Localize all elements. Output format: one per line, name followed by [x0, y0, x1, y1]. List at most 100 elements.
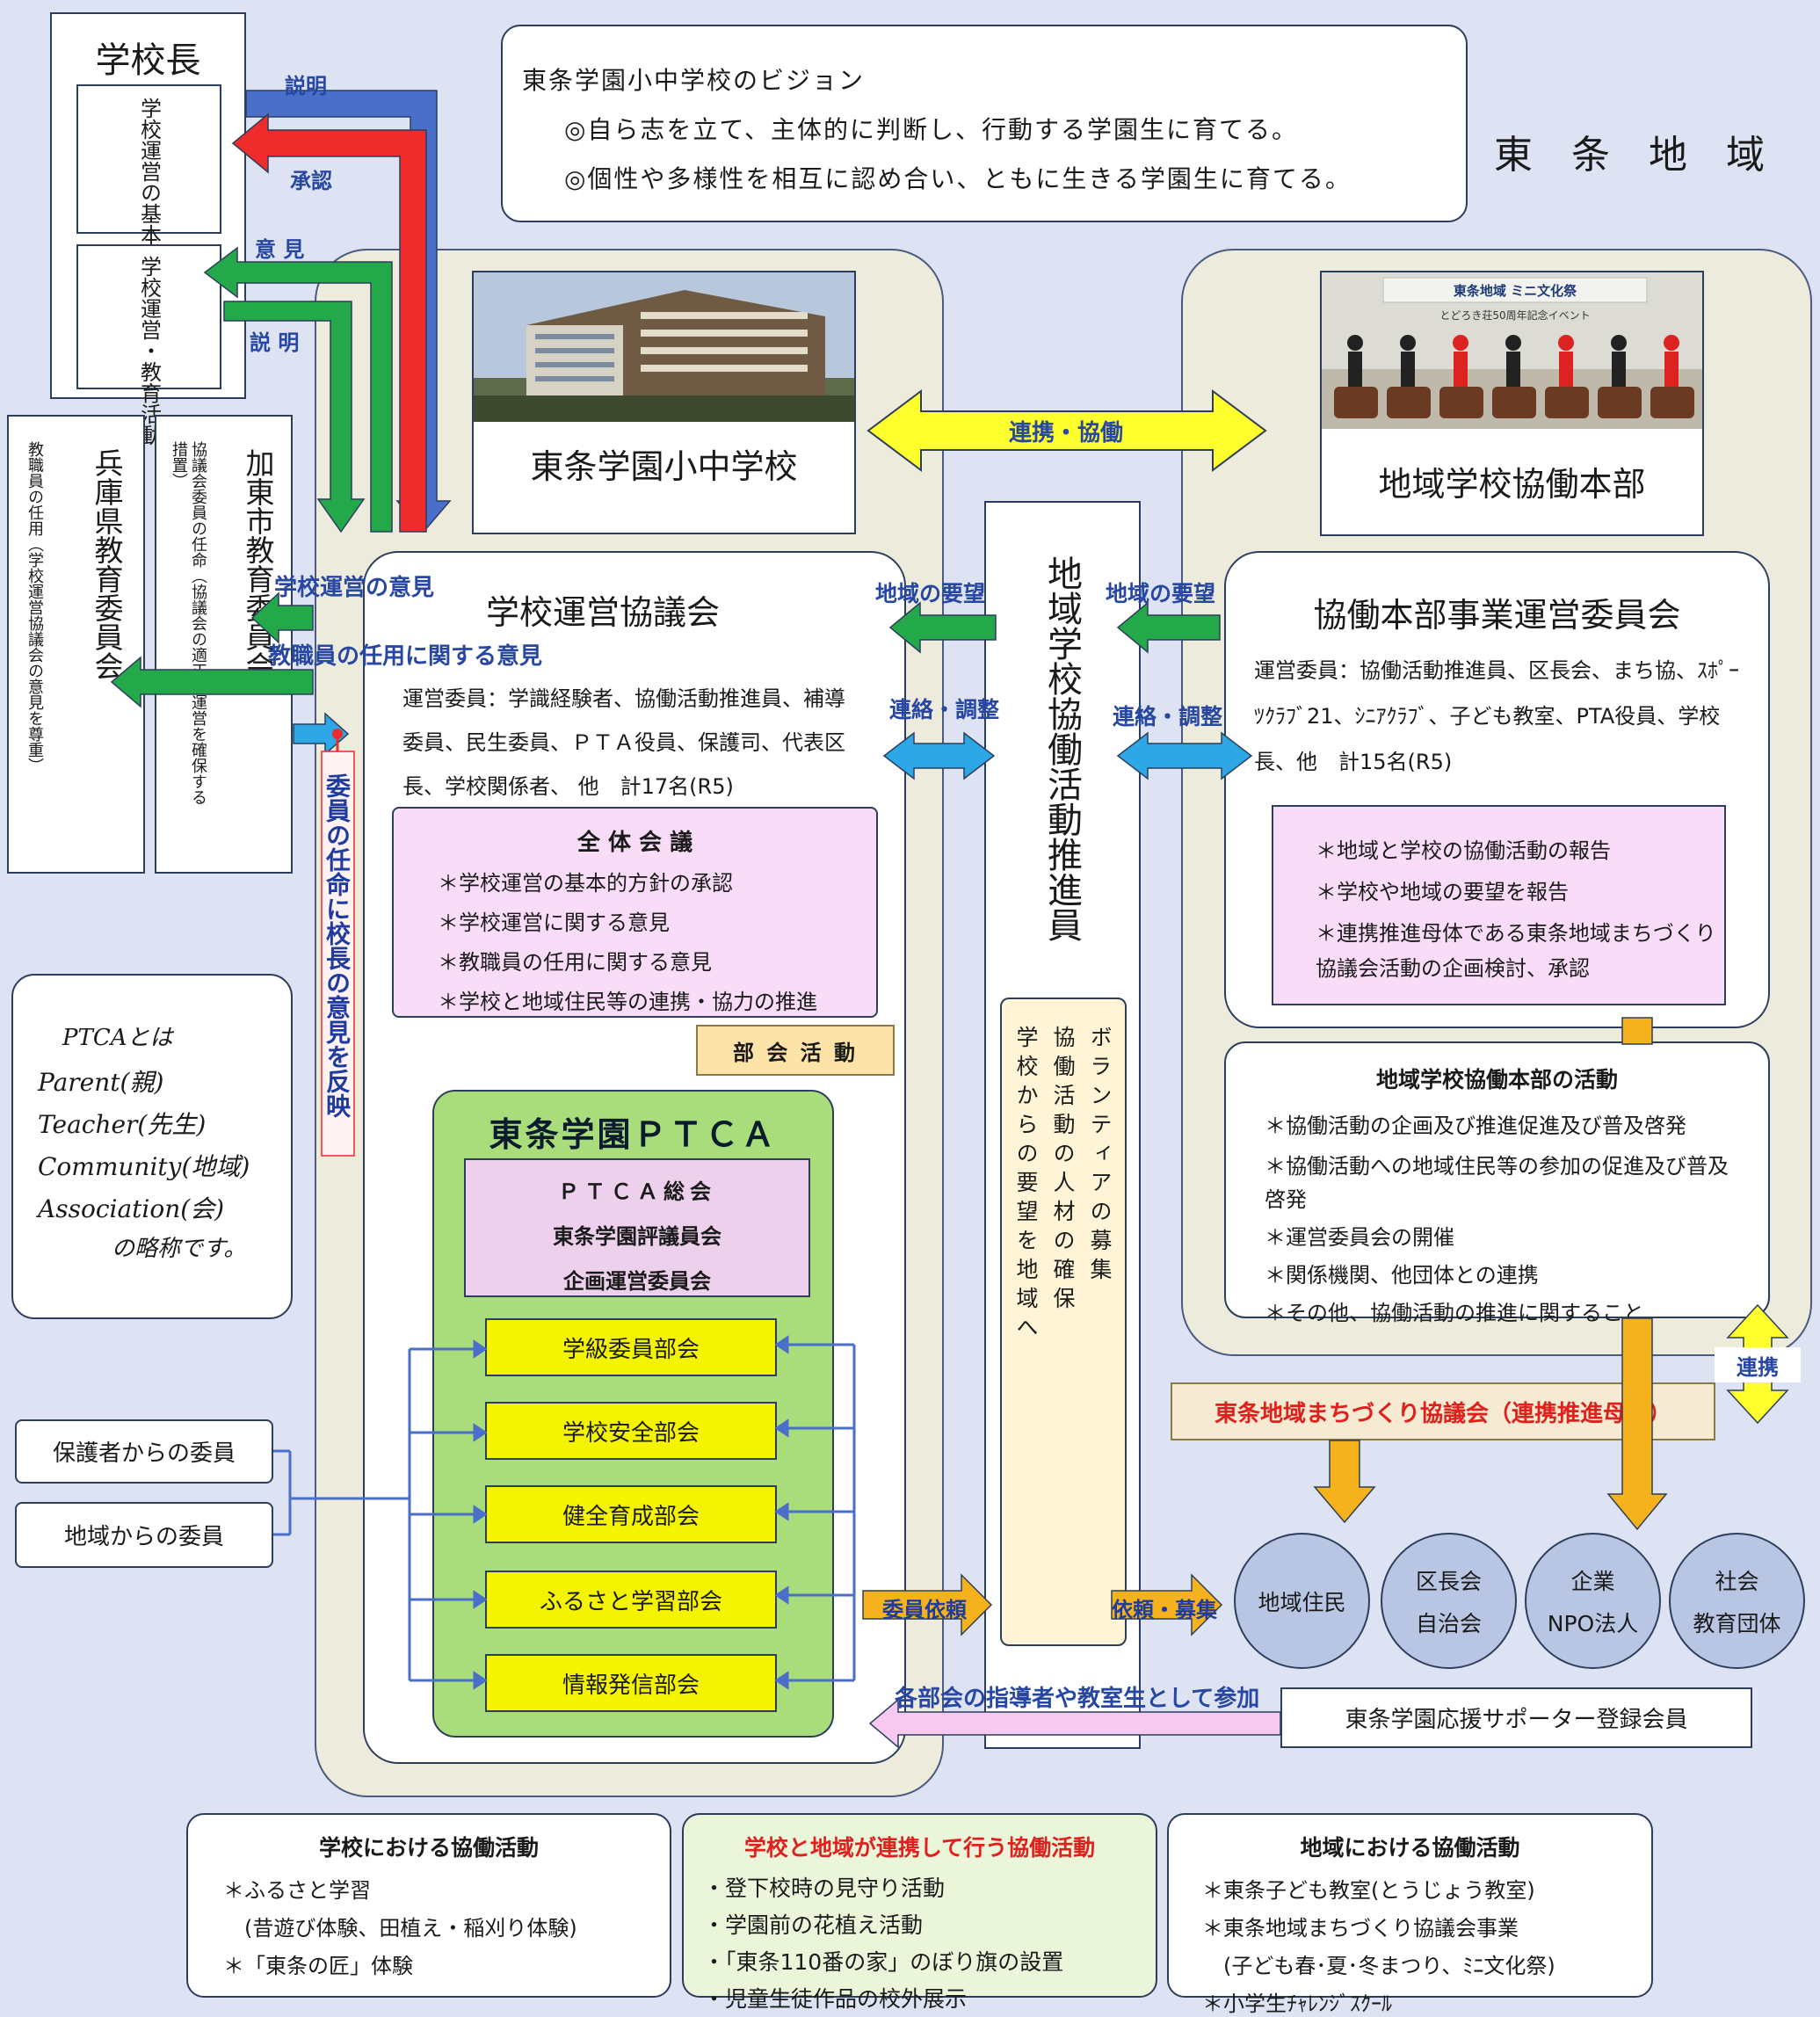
- coordinator-title: 地域学校協働活動推進員: [1041, 555, 1082, 942]
- school-box: 東条学園小中学校: [472, 271, 856, 534]
- label-explain-2: 説 明: [250, 330, 300, 355]
- supporters-box: 東条学園応援サポーター登録会員: [1280, 1687, 1752, 1748]
- principal-policy-box: 学校運営の基本方針: [76, 84, 221, 287]
- volunteer-col-1: ボランティアの募集: [1087, 1026, 1113, 1287]
- region-member-box: 地域からの委員: [15, 1502, 273, 1568]
- principal-operation-text: 学校運営・教育活動: [136, 255, 162, 446]
- bottom-region-item-2: ＊東条地域まちづくり協議会事業: [1202, 1916, 1519, 1941]
- machizukuri-box: 東条地域まちづくり協議会（連携推進母体）: [1171, 1382, 1715, 1440]
- ptca-note-line-2: Parent(親): [38, 1068, 164, 1097]
- circle-company-label-1: 企業: [1570, 1568, 1615, 1594]
- label-opinion: 意 見: [255, 237, 305, 262]
- ptca-note-line-4: Community(地域): [38, 1152, 250, 1181]
- circle-social-label-1: 社会: [1715, 1568, 1759, 1594]
- honbu-activity-box: 地域学校協働本部の活動 ＊協働活動の企画及び推進促進及び普及啓発 ＊協働活動への…: [1224, 1041, 1770, 1325]
- honbu-name: 地域学校協働本部: [1378, 465, 1646, 504]
- ptca-general-box: ＰＴＣＡ総会 東条学園評議員会 企画運営委員会: [464, 1158, 810, 1297]
- school-council-members: 運営委員：学識経験者、協働活動推進員、補導委員、民生委員、ＰＴＡ役員、保護司、代…: [402, 686, 845, 799]
- hyogo-sub: 教職員の任用（学校運営協議会の意見を尊重）: [25, 441, 44, 773]
- kato-sub: 協議会委員の任命（協議会の適正な運営を確保する措置）: [170, 441, 207, 805]
- bottom-joint-item-4: ・児童生徒作品の校外展示: [703, 1986, 968, 2012]
- label-request-member: 委員依頼: [882, 1598, 967, 1622]
- plenary-item-3: ＊教職員の任用に関する意見: [438, 950, 712, 975]
- bottom-region-box: 地域における協働活動 ＊東条子ども教室(とうじょう教室) ＊東条地域まちづくり協…: [1167, 1813, 1653, 2016]
- volunteer-col-2: 協働活動の人材の確保: [1050, 1026, 1076, 1316]
- circle-ward-label-1: 区長会: [1415, 1568, 1482, 1594]
- honbu-activity-item-5: ＊その他、協働活動の推進に関すること: [1265, 1301, 1644, 1325]
- label-collab: 連携・協働: [1008, 419, 1123, 446]
- hyogo-box: 兵庫県教育委員会 教職員の任用（学校運営協議会の意見を尊重）: [7, 415, 145, 874]
- ptca-bukai-2: 学校安全部会: [485, 1402, 777, 1460]
- bottom-school-box: 学校における協働活動 ＊ふるさと学習 (昔遊び体験、田植え・稲刈り体験) ＊「東…: [186, 1813, 671, 1998]
- committee-item-1: ＊地域と学校の協働活動の報告: [1316, 838, 1611, 863]
- principal-title: 学校長: [95, 40, 201, 81]
- circle-ward-label-2: 自治会: [1415, 1610, 1482, 1636]
- label-approve: 承認: [290, 169, 332, 193]
- circle-ward: 区長会 自治会: [1381, 1533, 1517, 1669]
- ptca-general-2: 東条学園評議員会: [553, 1224, 721, 1249]
- bukai-label: 部 会 活 動: [696, 1025, 895, 1076]
- volunteer-col-3: 学校からの要望を地域へ: [1013, 1026, 1039, 1345]
- ptca-note-box: PTCAとは Parent(親) Teacher(先生) Community(地…: [11, 974, 293, 1319]
- vision-line-2: ◎個性や多様性を相互に認め合い、ともに生きる学園生に育てる。: [564, 164, 1352, 193]
- label-request-recruit: 依頼・募集: [1112, 1598, 1217, 1622]
- label-appointment: 委員の任命に校長の意見を反映: [323, 773, 352, 1118]
- vision-line-1: ◎自ら志を立て、主体的に判断し、行動する学園生に育てる。: [564, 115, 1299, 144]
- plenary-item-4: ＊学校と地域住民等の連携・協力の推進: [438, 990, 817, 1014]
- school-council-title: 学校運営協議会: [486, 593, 721, 632]
- honbu-activity-item-4: ＊関係機関、他団体との連携: [1265, 1263, 1539, 1288]
- principal-policy-text: 学校運営の基本方針: [136, 98, 162, 287]
- circle-social: 社会 教育団体: [1669, 1533, 1805, 1669]
- school-building-photo: [474, 272, 854, 422]
- ptca-bukai-1: 学級委員部会: [485, 1318, 777, 1376]
- circle-residents-label: 地域住民: [1258, 1589, 1346, 1615]
- circle-residents: 地域住民: [1234, 1533, 1370, 1669]
- region-label: 東 条 地 域: [1494, 133, 1765, 178]
- committee-members: 運営委員：協働活動推進員、区長会、まち協、ｽﾎﾟｰﾂｸﾗﾌﾞ21、ｼﾆｱｸﾗﾌﾞ…: [1254, 658, 1739, 774]
- label-supporter-participation: 各部会の指導者や教室生として参加: [895, 1686, 1260, 1712]
- ptca-note-line-6: の略称です。: [112, 1236, 247, 1262]
- festival-banner: 東条地域 ミニ文化祭: [1453, 283, 1577, 299]
- ptca-general-1: ＰＴＣＡ総会: [558, 1179, 716, 1204]
- festival-photo: [1322, 272, 1702, 429]
- label-link: 連携: [1715, 1347, 1801, 1382]
- committee-item-2: ＊学校や地域の要望を報告: [1316, 880, 1569, 904]
- bottom-joint-item-1: ・登下校時の見守り活動: [703, 1876, 946, 1901]
- plenary-item-1: ＊学校運営の基本的方針の承認: [438, 871, 733, 896]
- label-explain-1: 説明: [285, 74, 327, 98]
- plenary-title: 全 体 会 議: [576, 830, 693, 856]
- guardian-member-box: 保護者からの委員: [15, 1419, 273, 1484]
- bottom-joint-title: 学校と地域が連携して行う協働活動: [743, 1835, 1096, 1861]
- ptca-general-3: 企画運営委員会: [563, 1269, 711, 1294]
- festival-banner-sub: とどろき荘50周年記念イベント: [1439, 309, 1591, 322]
- vision-title: 東条学園小中学校のビジョン: [522, 66, 866, 95]
- hyogo-title: 兵庫県教育委員会: [90, 448, 124, 680]
- label-region-request-1: 地域の要望: [875, 581, 986, 606]
- label-liaison-1: 連絡・調整: [889, 697, 1000, 722]
- bottom-region-item-4: ＊小学生ﾁｬﾚﾝｼﾞｽｸｰﾙ: [1202, 1992, 1392, 2016]
- plenary-item-2: ＊学校運営に関する意見: [438, 911, 670, 935]
- honbu-box: 東条地域 ミニ文化祭 とどろき荘50周年記念イベント 地域学校協働本部: [1320, 271, 1704, 536]
- label-region-request-2: 地域の要望: [1106, 581, 1216, 606]
- bottom-school-item-3: ＊「東条の匠」体験: [223, 1954, 413, 1978]
- school-name: 東条学園小中学校: [530, 447, 798, 486]
- label-school-opinion: 学校運営の意見: [274, 575, 435, 601]
- honbu-activity-item-3: ＊運営委員会の開催: [1265, 1225, 1454, 1250]
- circle-company-label-2: NPO法人: [1547, 1610, 1639, 1636]
- honbu-activity-item-1: ＊協働活動の企画及び推進促進及び普及啓発: [1265, 1114, 1686, 1138]
- ptca-note-line-1: PTCAとは: [62, 1025, 173, 1051]
- label-liaison-2: 連絡・調整: [1113, 704, 1223, 729]
- committee-title: 協働本部事業運営委員会: [1313, 596, 1681, 635]
- ptca-bukai-4: ふるさと学習部会: [485, 1571, 777, 1629]
- bottom-joint-box: 学校と地域が連携して行う協働活動 ・登下校時の見守り活動 ・学園前の花植え活動 …: [682, 1813, 1157, 2012]
- circle-company: 企業 NPO法人: [1525, 1533, 1661, 1669]
- plenary-box: 全 体 会 議 ＊学校運営の基本的方針の承認 ＊学校運営に関する意見 ＊教職員の…: [392, 807, 878, 1018]
- bottom-joint-item-3: ・「東条110番の家」のぼり旗の設置: [703, 1949, 1064, 1975]
- bottom-school-title: 学校における協働活動: [318, 1835, 539, 1861]
- label-staff-opinion: 教職員の任用に関する意見: [268, 643, 543, 670]
- ptca-bukai-3: 健全育成部会: [485, 1485, 777, 1543]
- bottom-region-title: 地域における協働活動: [1300, 1835, 1520, 1861]
- ptca-bukai-5: 情報発信部会: [485, 1654, 777, 1712]
- machizukuri-down-arrow: [1313, 1440, 1376, 1524]
- bottom-region-item-1: ＊東条子ども教室(とうじょう教室): [1202, 1878, 1535, 1903]
